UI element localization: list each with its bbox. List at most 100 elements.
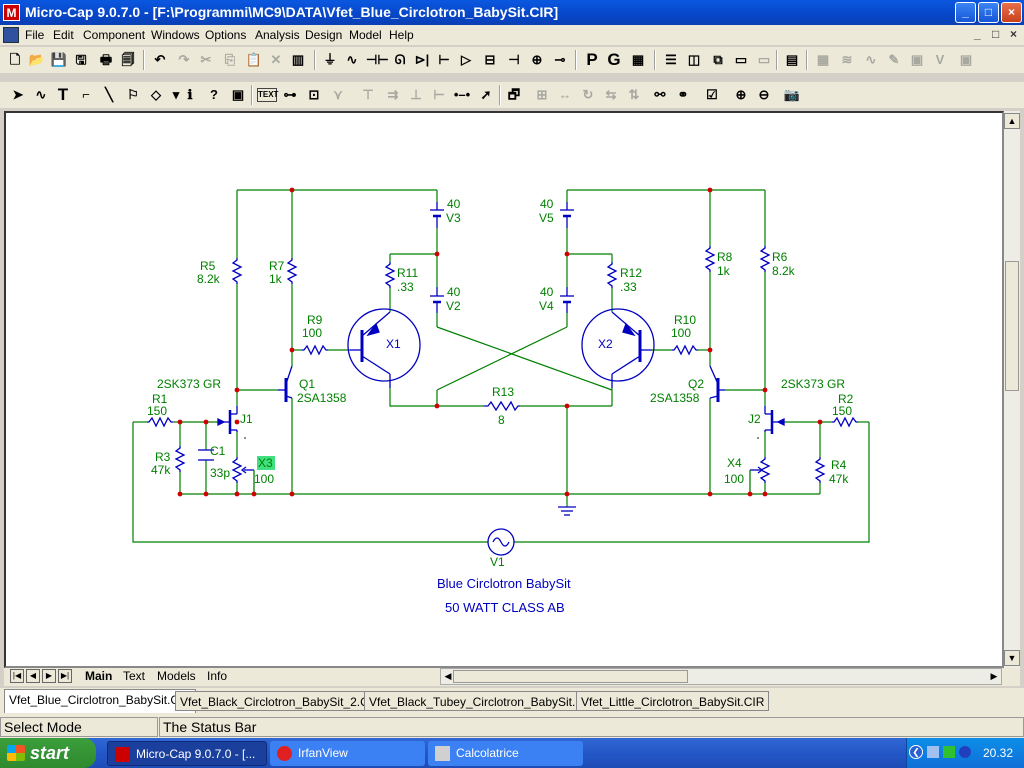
- scroll-left-icon[interactable]: ◀: [444, 671, 452, 681]
- new-file-icon[interactable]: 🗋: [9, 52, 21, 67]
- node-numbers-icon[interactable]: ⊶: [283, 87, 297, 102]
- horizontal-scrollbar[interactable]: ◀ ▶: [440, 668, 1002, 685]
- diagonal-line-icon[interactable]: ╲: [105, 87, 113, 102]
- step-icon[interactable]: ⇉: [387, 87, 399, 102]
- mdi-close-button[interactable]: ×: [1010, 27, 1018, 41]
- window-dim-icon[interactable]: ▭: [757, 52, 771, 67]
- last-sheet-icon[interactable]: ▶|: [58, 669, 72, 683]
- properties-icon[interactable]: 🗗: [507, 87, 521, 102]
- waves-icon[interactable]: ∿: [865, 52, 877, 67]
- resistor-icon[interactable]: ∿: [346, 52, 358, 67]
- start-button[interactable]: start: [0, 738, 96, 768]
- mirror-icon[interactable]: ⊢: [433, 87, 445, 102]
- schematic-svg[interactable]: R5 8.2k R7 1k R11 .33 R12 .33 R8 1k R6 8…: [6, 113, 1002, 666]
- tile-vertical-icon[interactable]: ◫: [687, 52, 701, 67]
- open-file-icon[interactable]: 📂: [28, 52, 46, 67]
- task-irfanview[interactable]: IrfanView: [270, 741, 425, 766]
- p-icon[interactable]: P: [586, 50, 598, 69]
- prev-sheet-icon[interactable]: ◀: [26, 669, 40, 683]
- close-button[interactable]: ×: [1001, 2, 1022, 23]
- calculator-icon[interactable]: ▤: [785, 52, 799, 67]
- bluetooth-icon[interactable]: [959, 746, 971, 758]
- first-sheet-icon[interactable]: |◀: [10, 669, 24, 683]
- text-button[interactable]: TEXT: [257, 88, 278, 102]
- tray-expand-icon[interactable]: ❮: [909, 745, 923, 759]
- orthogonal-wire-icon[interactable]: ⌐: [82, 87, 90, 102]
- spread-icon[interactable]: ↔: [558, 87, 572, 102]
- camera-icon[interactable]: 📷: [783, 87, 801, 102]
- vertical-scroll-thumb[interactable]: [1005, 261, 1019, 391]
- maximize-button[interactable]: □: [978, 2, 999, 23]
- print-preview-icon[interactable]: 🗐: [121, 52, 135, 67]
- zoom-out-icon[interactable]: ⊖: [758, 87, 770, 102]
- flip-y-icon[interactable]: ⇅: [628, 87, 640, 102]
- mdi-doc-icon[interactable]: [3, 27, 19, 43]
- shapes-icon[interactable]: ◇: [151, 87, 161, 102]
- flip-icon[interactable]: ⊥: [410, 87, 422, 102]
- flag-icon[interactable]: ⚐: [127, 87, 139, 102]
- find-icon[interactable]: ⚯: [654, 87, 666, 102]
- line-icon[interactable]: •–•: [453, 87, 471, 102]
- doc-tab-blue-circlotron[interactable]: Vfet_Blue_Circlotron_BabySit.CIR: [4, 689, 197, 713]
- menu-analysis[interactable]: Analysis: [255, 28, 300, 42]
- task-microcap[interactable]: Micro-Cap 9.0.7.0 - [...: [107, 741, 267, 766]
- task-calculator[interactable]: Calcolatrice: [428, 741, 583, 766]
- tray-app-icon[interactable]: [943, 746, 955, 758]
- menu-options[interactable]: Options: [205, 28, 247, 42]
- menu-file[interactable]: File: [25, 28, 45, 42]
- menu-model[interactable]: Model: [349, 28, 382, 42]
- bus-icon[interactable]: ⊤: [362, 87, 374, 102]
- dropdown-arrow-icon[interactable]: ▾: [172, 87, 180, 102]
- capacitor-icon[interactable]: ⊣⊢: [366, 52, 389, 67]
- tab-models[interactable]: Models: [157, 669, 196, 683]
- check-icon[interactable]: ☑: [706, 87, 718, 102]
- analysis-icon[interactable]: ▣: [959, 52, 973, 67]
- scroll-right-icon[interactable]: ▶: [990, 671, 998, 681]
- move-icon[interactable]: ➚: [480, 87, 492, 102]
- mdi-minimize-button[interactable]: _: [974, 27, 981, 41]
- schematic-canvas[interactable]: R5 8.2k R7 1k R11 .33 R12 .33 R8 1k R6 8…: [4, 111, 1004, 668]
- rotate-icon[interactable]: ↻: [582, 87, 594, 102]
- paste-icon[interactable]: 📋: [245, 52, 263, 67]
- minimize-button[interactable]: _: [955, 2, 976, 23]
- app-icon[interactable]: M: [3, 4, 20, 21]
- grid-icon[interactable]: ▦: [816, 52, 830, 67]
- clear-icon[interactable]: ▥: [291, 52, 305, 67]
- wire-icon[interactable]: ∿: [35, 87, 47, 102]
- component-panel-icon[interactable]: ▦: [631, 52, 645, 67]
- doc-tab-little-circlotron[interactable]: Vfet_Little_Circlotron_BabySit.CIR: [576, 691, 770, 711]
- doc-tab-black-circlotron-2[interactable]: Vfet_Black_Circlotron_BabySit_2.CIR: [175, 691, 386, 711]
- subckt-icon[interactable]: ⊸: [554, 52, 566, 67]
- tile-horizontal-icon[interactable]: ☰: [665, 52, 677, 67]
- macro-icon[interactable]: ⊕: [531, 52, 543, 67]
- vt-icon[interactable]: V: [935, 52, 945, 67]
- help-icon[interactable]: ?: [210, 87, 218, 102]
- bjt-icon[interactable]: ⊢: [438, 52, 450, 67]
- diode-icon[interactable]: ⊳|: [414, 52, 430, 67]
- save-all-icon[interactable]: 🖫: [75, 52, 87, 67]
- menu-help[interactable]: Help: [389, 28, 414, 42]
- tab-info[interactable]: Info: [207, 669, 228, 683]
- scroll-up-icon[interactable]: ▲: [1004, 113, 1020, 129]
- redo-icon[interactable]: ↷: [178, 52, 190, 67]
- g-icon[interactable]: G: [607, 50, 621, 69]
- window-icon[interactable]: ▭: [734, 52, 748, 67]
- text-tool-icon[interactable]: T: [57, 85, 69, 104]
- pin-connections-icon[interactable]: ⊡: [308, 87, 320, 102]
- flip-x-icon[interactable]: ⇆: [605, 87, 617, 102]
- tab-main[interactable]: Main: [85, 669, 113, 683]
- menu-edit[interactable]: Edit: [53, 28, 74, 42]
- save-icon[interactable]: 💾: [50, 52, 68, 67]
- info-icon[interactable]: ℹ: [187, 87, 193, 102]
- battery-icon[interactable]: ⊣: [508, 52, 520, 67]
- menu-windows[interactable]: Windows: [151, 28, 200, 42]
- cut-icon[interactable]: ✂: [200, 52, 212, 67]
- next-sheet-icon[interactable]: ▶: [42, 669, 56, 683]
- menu-design[interactable]: Design: [305, 28, 343, 42]
- mdi-restore-button[interactable]: □: [992, 27, 1000, 41]
- grid-snap-icon[interactable]: ⋎: [333, 87, 343, 102]
- print-icon[interactable]: 🖶: [99, 52, 113, 67]
- ground-icon[interactable]: ⏚: [323, 52, 337, 67]
- doc-tab-black-tubey-circlotron[interactable]: Vfet_Black_Tubey_Circlotron_BabySit.CIR: [364, 691, 601, 711]
- menu-component[interactable]: Component: [83, 28, 146, 42]
